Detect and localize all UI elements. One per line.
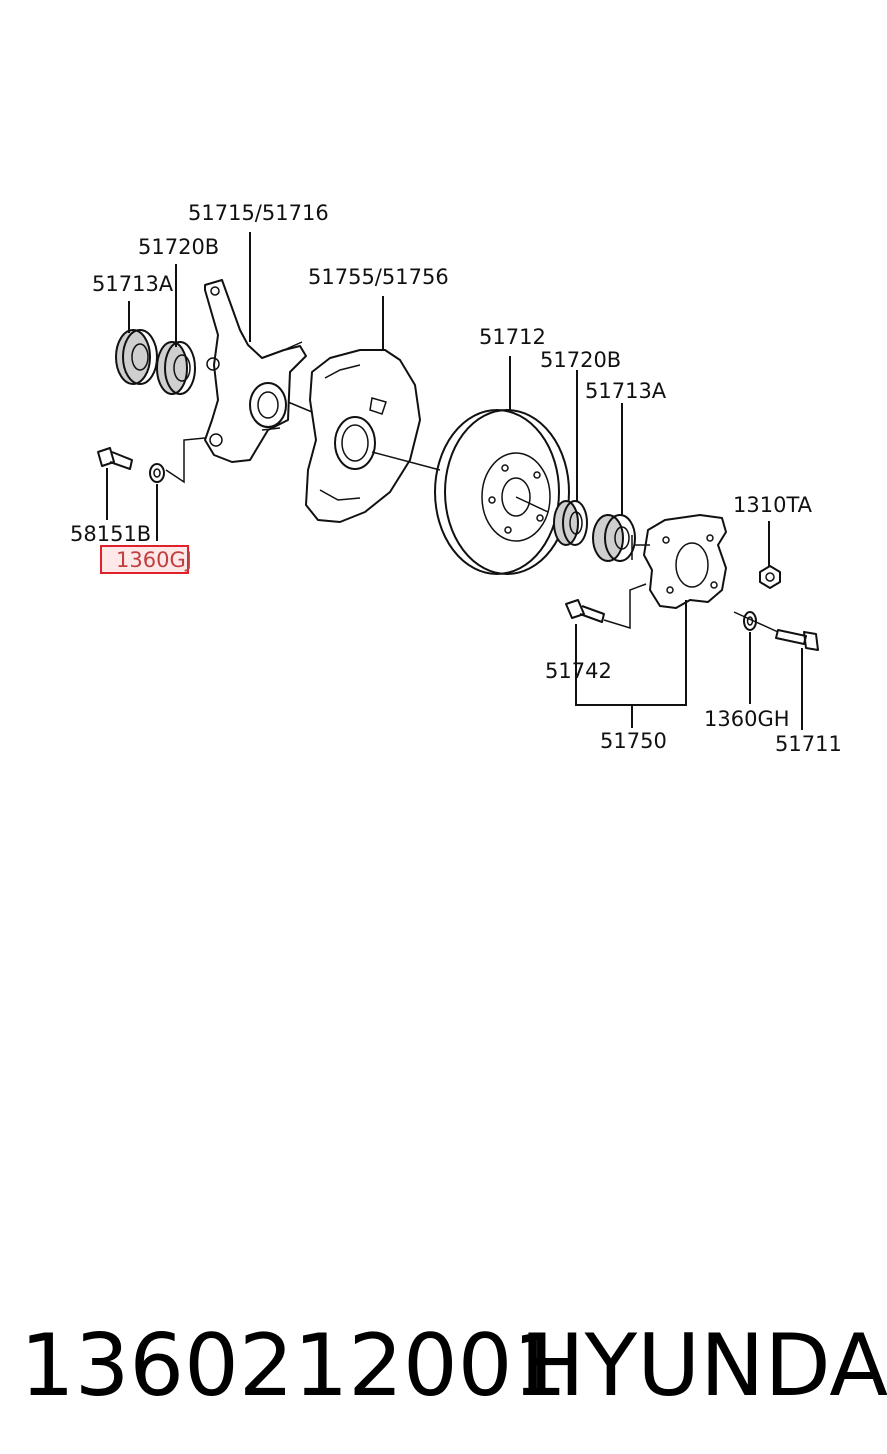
label-51713a-right[interactable]: 51713A — [585, 379, 667, 403]
label-51750[interactable]: 51750 — [600, 729, 667, 753]
highlighted-part-label[interactable]: 1360GJ — [100, 545, 192, 574]
label-1360gh[interactable]: 1360GH — [704, 707, 790, 731]
washer-1360gj[interactable] — [149, 463, 165, 483]
label-51711[interactable]: 51711 — [775, 732, 842, 756]
assembly-axis-lines — [165, 401, 779, 633]
label-51715-51716[interactable]: 51715/51716 — [188, 201, 329, 225]
label-51720b-right[interactable]: 51720B — [540, 348, 621, 372]
nut-1310ta[interactable] — [759, 565, 781, 589]
bolt-51711[interactable] — [775, 629, 819, 651]
label-51713a-left[interactable]: 51713A — [92, 272, 174, 296]
footer-part-number: 1360212001 — [20, 1316, 567, 1416]
bolt-58151b[interactable] — [97, 447, 133, 470]
label-51742[interactable]: 51742 — [545, 659, 612, 683]
label-1360gj[interactable]: 1360GJ — [116, 548, 192, 572]
inner-bearing-right[interactable] — [553, 500, 588, 546]
wheel-hub[interactable] — [631, 514, 727, 609]
bolt-51742[interactable] — [565, 599, 605, 623]
outer-bearing-left[interactable] — [115, 329, 158, 385]
footer-brand: HYUNDAI — [520, 1316, 887, 1416]
brake-disc[interactable] — [434, 409, 570, 575]
dust-cover[interactable] — [305, 349, 421, 523]
label-58151b[interactable]: 58151B — [70, 522, 151, 546]
label-51712[interactable]: 51712 — [479, 325, 546, 349]
steering-knuckle[interactable] — [204, 279, 307, 463]
label-51720b-left[interactable]: 51720B — [138, 235, 219, 259]
label-51755-51756[interactable]: 51755/51756 — [308, 265, 449, 289]
highlight-box — [100, 545, 189, 574]
outer-bearing-right[interactable] — [592, 514, 636, 562]
inner-bearing-left[interactable] — [156, 341, 196, 395]
label-1310ta[interactable]: 1310TA — [733, 493, 813, 517]
leader-lines — [106, 232, 803, 730]
